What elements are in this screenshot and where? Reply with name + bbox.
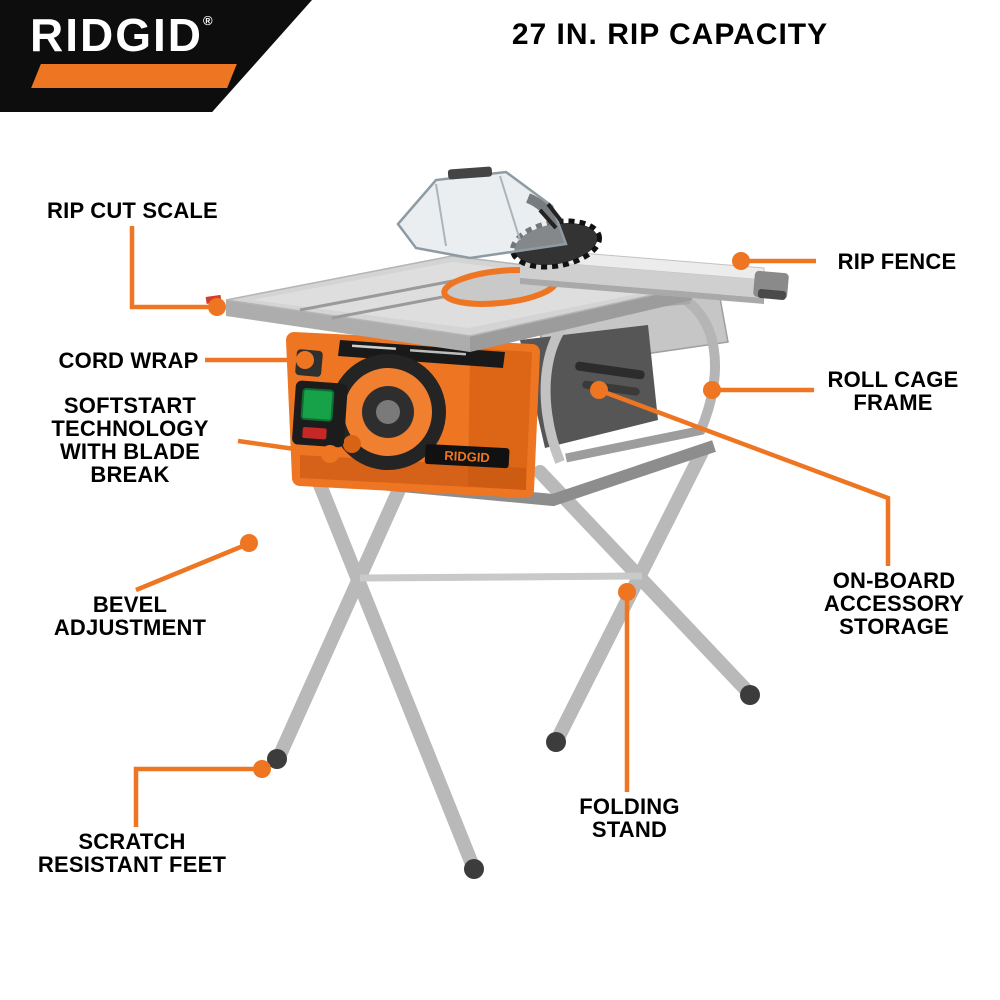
callout-softstart: SOFTSTART TECHNOLOGY WITH BLADE BREAK bbox=[25, 394, 235, 486]
callout-on-board-accessory-storage: ON-BOARD ACCESSORY STORAGE bbox=[810, 569, 978, 638]
callout-line: WITH BLADE bbox=[59, 439, 201, 464]
blade-and-guard bbox=[396, 166, 602, 270]
callout-line: RIP FENCE bbox=[837, 249, 957, 274]
body-logo-text: RIDGID bbox=[444, 448, 490, 465]
callout-bevel-adjustment: BEVEL ADJUSTMENT bbox=[25, 593, 235, 639]
callout-rip-fence: RIP FENCE bbox=[822, 250, 972, 273]
leader-rip-cut-scale bbox=[129, 226, 210, 310]
leader-bevel-adjustment bbox=[135, 543, 244, 593]
callout-line: BEVEL bbox=[92, 592, 168, 617]
callout-line: CORD WRAP bbox=[58, 348, 199, 373]
brand-logo: RIDGID® bbox=[30, 8, 213, 62]
callout-line: RIP CUT SCALE bbox=[47, 198, 218, 223]
callout-line: ROLL CAGE bbox=[827, 367, 959, 392]
bevel-adjustment-wheel bbox=[330, 354, 446, 470]
callout-line: RESISTANT FEET bbox=[37, 852, 227, 877]
body-logo-badge: RIDGID bbox=[424, 444, 510, 469]
callout-line: ACCESSORY bbox=[823, 591, 965, 616]
stand-feet bbox=[267, 685, 760, 879]
callout-line: FRAME bbox=[853, 390, 933, 415]
callout-line: BREAK bbox=[90, 462, 170, 487]
callout-line: STORAGE bbox=[839, 614, 949, 639]
brand-logo-text: RIDGID bbox=[30, 9, 203, 61]
anti-kickback-pawls bbox=[538, 202, 564, 230]
motor-housing: RIDGID bbox=[286, 332, 540, 498]
callout-line: SOFTSTART bbox=[63, 393, 197, 418]
registered-mark: ® bbox=[203, 13, 213, 28]
callout-line: ADJUSTMENT bbox=[53, 615, 207, 640]
page-title: 27 IN. RIP CAPACITY bbox=[511, 18, 829, 51]
callout-line: SCRATCH bbox=[78, 829, 186, 854]
stand-crossbar bbox=[359, 572, 643, 582]
callout-dots bbox=[208, 252, 750, 778]
stored-wrench bbox=[575, 361, 645, 380]
callout-leader-lines bbox=[129, 226, 891, 827]
leader-softstart bbox=[237, 438, 324, 456]
callout-line: FOLDING bbox=[579, 794, 680, 819]
callout-line: TECHNOLOGY bbox=[51, 416, 209, 441]
callout-line: ON-BOARD bbox=[832, 568, 956, 593]
fence-clamp-handle bbox=[757, 289, 787, 300]
callout-folding-stand: FOLDING STAND bbox=[552, 795, 707, 841]
callout-cord-wrap: CORD WRAP bbox=[36, 349, 221, 372]
blade-guard bbox=[396, 170, 568, 260]
leader-on-board-storage bbox=[603, 389, 891, 566]
callout-line: STAND bbox=[591, 817, 668, 842]
leader-scratch-feet bbox=[133, 766, 255, 827]
power-switch bbox=[292, 380, 348, 448]
callout-rip-cut-scale: RIP CUT SCALE bbox=[30, 199, 235, 222]
callout-roll-cage-frame: ROLL CAGE FRAME bbox=[818, 368, 968, 414]
callout-scratch-resistant-feet: SCRATCH RESISTANT FEET bbox=[12, 830, 252, 876]
